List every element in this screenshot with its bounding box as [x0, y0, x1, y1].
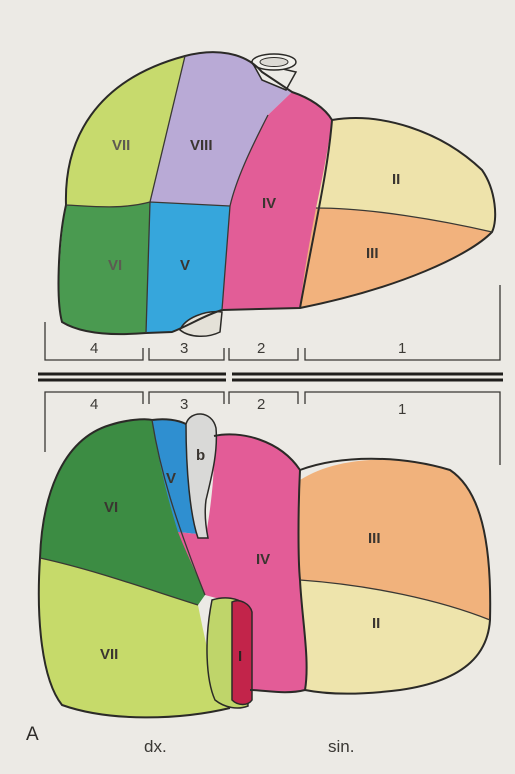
top-label-ii: II [392, 171, 400, 188]
bottom-liver-view: VI V b IV III II VII I [39, 414, 490, 717]
bottom-label-v: V [166, 470, 176, 487]
bottom-bracket-label-3: 3 [180, 396, 188, 413]
bottom-label-iii: III [368, 530, 381, 547]
caption-right-side: dx. [144, 737, 167, 756]
bottom-label-ii: II [372, 615, 380, 632]
panel-letter: A [26, 724, 39, 745]
bottom-bracket-label-2: 2 [257, 396, 265, 413]
top-liver-view: VII VIII VI V IV II III [59, 52, 496, 336]
top-segment-vi-region [59, 202, 150, 334]
top-bracket-label-2: 2 [257, 340, 265, 357]
bottom-bracket-label-1: 1 [398, 401, 406, 418]
bottom-label-b: b [196, 447, 205, 464]
top-label-iv: IV [262, 195, 276, 212]
top-label-vi: VI [108, 257, 122, 274]
top-label-vii: VII [112, 137, 130, 154]
top-bracket-label-1: 1 [398, 340, 406, 357]
bottom-label-i: I [238, 648, 242, 665]
bottom-label-vi: VI [104, 499, 118, 516]
top-bracket-label-3: 3 [180, 340, 188, 357]
top-label-iii: III [366, 245, 379, 262]
top-label-viii: VIII [190, 137, 213, 154]
bottom-label-vii: VII [100, 646, 118, 663]
top-label-v: V [180, 257, 190, 274]
bottom-bracket-label-4: 4 [90, 396, 98, 413]
top-bracket-label-4: 4 [90, 340, 98, 357]
caption-left-side: sin. [328, 737, 354, 756]
bottom-label-iv: IV [256, 551, 270, 568]
